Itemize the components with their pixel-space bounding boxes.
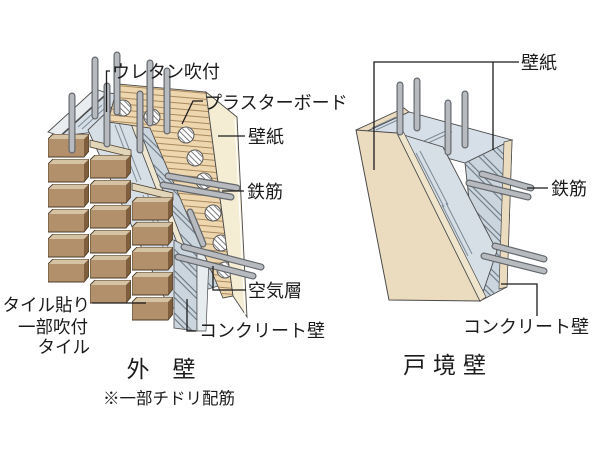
title-party-wall: 戸境壁: [403, 353, 493, 379]
tile-facade: [48, 134, 174, 322]
leader-lines-right: [373, 61, 548, 316]
party-wall-diagram: 壁紙 鉄筋 コンクリート壁 戸境壁: [355, 53, 589, 379]
note-staggered-rebar: ※一部チドリ配筋: [103, 389, 235, 408]
vertical-rebar: [68, 51, 171, 154]
label-concrete-left: コンクリート壁: [199, 321, 325, 342]
label-concrete-right: コンクリート壁: [463, 317, 589, 338]
label-tile-line3: タイル: [38, 338, 91, 358]
label-air-layer: 空気層: [248, 281, 302, 302]
title-exterior-wall: 外 壁: [127, 357, 196, 383]
label-wallpaper-left: 壁紙: [248, 127, 284, 148]
wallpaper-face-right: [355, 129, 487, 302]
leader-lines-left: [92, 70, 246, 332]
exterior-wall-diagram: ウレタン吹付 プラスターボード 壁紙 鉄筋 空気層 コンクリート壁 タイル貼り …: [3, 51, 348, 408]
label-wallpaper-right: 壁紙: [521, 53, 557, 74]
label-rebar-left: 鉄筋: [247, 182, 283, 203]
horizontal-rebar: [159, 172, 265, 280]
label-plasterboard: プラスターボード: [204, 93, 348, 114]
vertical-rebar-right: [396, 77, 469, 156]
label-rebar-right: 鉄筋: [551, 179, 587, 200]
label-tile-line1: タイル貼り: [3, 296, 91, 316]
label-urethane: ウレタン吹付: [112, 62, 220, 83]
horizontal-rebar-right: [465, 170, 548, 275]
label-tile-line2: 一部吹付: [18, 318, 88, 338]
